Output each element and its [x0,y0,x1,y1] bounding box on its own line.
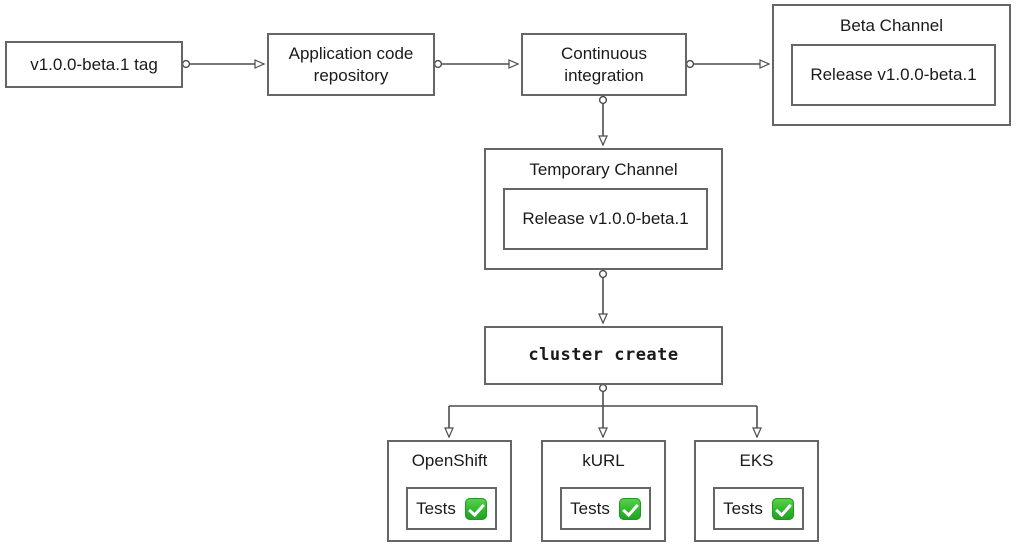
node-application-code-repository[interactable]: Application code repository [267,33,435,96]
group-beta-channel[interactable]: Beta Channel Release v1.0.0-beta.1 [772,4,1011,126]
group-target-openshift[interactable]: OpenShift Tests [387,440,512,542]
beta-channel-release-label: Release v1.0.0-beta.1 [810,65,977,84]
eks-tests-box[interactable]: Tests [713,487,804,530]
node-continuous-integration[interactable]: Continuous integration [521,33,687,96]
group-temporary-channel-title: Temporary Channel [529,160,678,179]
openshift-tests-label: Tests [416,498,456,518]
openshift-tests-row: Tests [416,497,487,520]
node-continuous-integration-label: Continuous integration [560,43,647,85]
kurl-tests-label: Tests [570,498,610,518]
eks-tests-row: Tests [723,497,794,520]
node-tag[interactable]: v1.0.0-beta.1 tag [5,41,183,88]
edge-cluster-create-to-targets [444,383,762,439]
kurl-tests-box[interactable]: Tests [560,487,651,530]
group-target-eks-title: EKS [739,451,774,470]
edge-repository-to-ci [433,59,520,69]
edge-temporary-channel-to-cluster-create [598,269,608,325]
group-temporary-channel[interactable]: Temporary Channel Release v1.0.0-beta.1 [484,148,723,270]
edge-tag-to-repository [181,59,266,69]
openshift-tests-box[interactable]: Tests [406,487,497,530]
node-tag-label: v1.0.0-beta.1 tag [30,54,158,74]
group-target-openshift-title: OpenShift [411,451,488,470]
eks-tests-label: Tests [723,498,763,518]
beta-channel-release-box[interactable]: Release v1.0.0-beta.1 [791,44,996,106]
edge-ci-to-beta-channel [685,59,771,69]
check-green-icon [618,497,641,520]
kurl-tests-row: Tests [570,497,641,520]
node-application-code-repository-label: Application code repository [288,43,414,85]
group-target-eks[interactable]: EKS Tests [694,440,819,542]
group-target-kurl[interactable]: kURL Tests [541,440,666,542]
group-beta-channel-title: Beta Channel [839,16,944,35]
node-cluster-create[interactable]: cluster create [484,326,723,385]
check-green-icon [464,497,487,520]
node-cluster-create-label: cluster create [528,344,679,365]
edge-ci-to-temporary-channel [598,95,608,147]
temporary-channel-release-box[interactable]: Release v1.0.0-beta.1 [503,188,708,250]
check-green-icon [771,497,794,520]
temporary-channel-release-label: Release v1.0.0-beta.1 [522,209,689,228]
group-target-kurl-title: kURL [582,451,625,470]
